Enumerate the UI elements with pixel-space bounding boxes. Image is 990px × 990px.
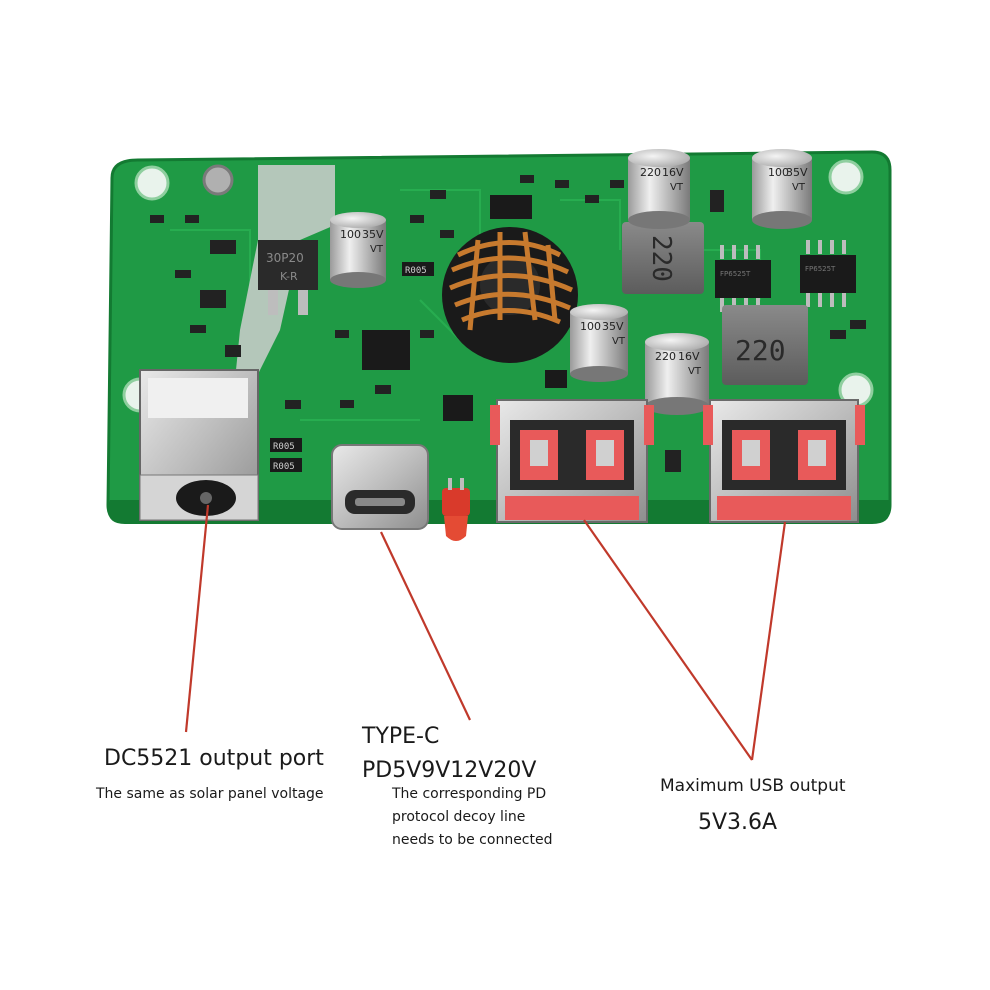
dc-port-description: The same as solar panel voltage [96, 786, 324, 802]
svg-text:R005: R005 [273, 442, 295, 452]
usb-output-value: 5V3.6A [698, 810, 778, 835]
mosfet-marking-1: 30P20 [266, 251, 304, 265]
usb-a-port-1 [490, 399, 654, 523]
svg-text:220: 220 [735, 334, 786, 367]
svg-text:35V: 35V [362, 228, 384, 241]
typec-title: TYPE-C [362, 724, 440, 749]
typec-desc-line-2: protocol decoy line [392, 809, 526, 825]
pointer-dc-jack [184, 504, 210, 733]
svg-text:100: 100 [580, 320, 601, 333]
svg-text:VT: VT [792, 182, 806, 193]
svg-text:16V: 16V [662, 166, 684, 179]
inductor-220-b: 220 [722, 305, 808, 385]
typec-desc-line-1: The corresponding PD [392, 786, 547, 802]
red-led [442, 478, 470, 541]
svg-text:100: 100 [768, 166, 789, 179]
dc5521-jack [139, 369, 259, 521]
capacitor-100-35v-a: 100 35V VT [330, 212, 386, 288]
ic-chips: FP6525T FP6525T [362, 195, 856, 421]
pointer-usb-a-1 [583, 519, 753, 761]
inductor-220-a: 220 [622, 222, 704, 294]
pointer-lines [184, 504, 787, 761]
svg-text:FP6525T: FP6525T [720, 270, 751, 278]
svg-text:35V: 35V [786, 166, 808, 179]
svg-text:220: 220 [655, 350, 676, 363]
typec-desc-line-3: needs to be connected [392, 832, 553, 848]
svg-text:R005: R005 [273, 462, 295, 472]
r005-resistors: R005 R005 R005 [270, 262, 567, 472]
capacitor-220-16v-a: 220 16V VT [628, 149, 690, 229]
svg-text:VT: VT [370, 244, 384, 255]
svg-text:100: 100 [340, 228, 361, 241]
toroid-inductor [442, 227, 578, 363]
mosfet-30p20: 30P20 K-R [258, 240, 318, 315]
svg-text:VT: VT [612, 336, 626, 347]
capacitor-100-35v-c: 100 35V VT [752, 149, 812, 229]
svg-text:FP6525T: FP6525T [805, 265, 836, 273]
capacitor-220-16v-b: 220 16V VT [645, 333, 709, 415]
usb-c-port [331, 444, 429, 530]
svg-text:VT: VT [688, 366, 702, 377]
pointer-usb-c [380, 531, 471, 721]
svg-text:220: 220 [646, 235, 676, 282]
svg-text:VT: VT [670, 182, 684, 193]
usb-output-title: Maximum USB output [660, 776, 846, 796]
smd-components [150, 175, 866, 472]
pointer-usb-a-2 [750, 521, 787, 761]
capacitor-100-35v-b: 100 35V VT [570, 304, 628, 382]
usb-a-port-2 [703, 399, 865, 523]
svg-text:R005: R005 [405, 266, 427, 276]
svg-text:16V: 16V [678, 350, 700, 363]
svg-text:220: 220 [640, 166, 661, 179]
mosfet-marking-2: K-R [280, 270, 298, 283]
svg-text:35V: 35V [602, 320, 624, 333]
typec-voltages: PD5V9V12V20V [362, 758, 537, 783]
dc-port-title: DC5521 output port [104, 746, 324, 771]
